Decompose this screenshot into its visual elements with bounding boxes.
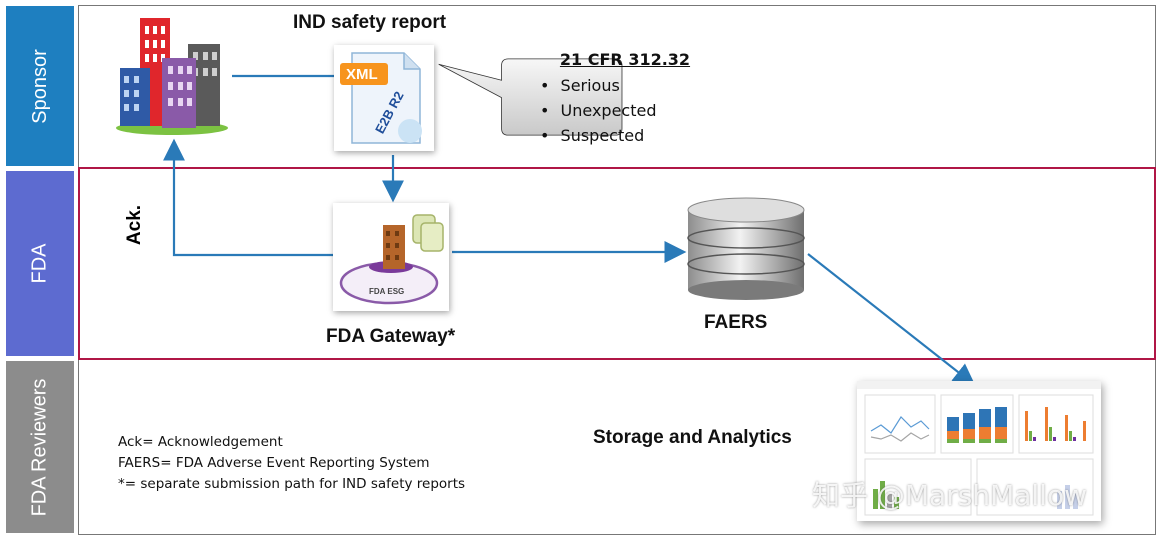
ack-text: Ack. — [124, 204, 146, 246]
sponsor-buildings-icon — [116, 18, 228, 135]
gateway-icon — [339, 214, 444, 305]
lane-fda: FDA — [6, 171, 74, 356]
storage-label: Storage and Analytics — [593, 427, 792, 448]
dashboard-mini-charts — [857, 381, 1101, 516]
callout-item: Serious — [540, 73, 710, 98]
arrow-ack — [163, 138, 334, 257]
reviewers-lane-box — [78, 360, 1156, 535]
lane-sponsor: Sponsor — [6, 6, 74, 166]
ack-label: Ack. — [120, 200, 150, 250]
gateway-card: FDA ESG — [333, 203, 449, 311]
analytics-dashboard-thumbnail — [857, 381, 1101, 521]
lane-reviewers: FDA Reviewers — [6, 361, 74, 533]
faers-database-icon — [687, 197, 805, 300]
callout-title: 21 CFR 312.32 — [559, 50, 691, 69]
callout-list: Serious Unexpected Suspected — [540, 73, 710, 148]
callout-item: Suspected — [540, 123, 710, 148]
callout-text: 21 CFR 312.32 Serious Unexpected Suspect… — [540, 50, 710, 148]
ind-report-label: IND safety report — [293, 12, 447, 33]
xml-document-card: XML E2B R2 — [334, 45, 434, 151]
faers-label: FAERS — [704, 312, 768, 333]
legend-faers: FAERS= FDA Adverse Event Reporting Syste… — [118, 455, 430, 471]
xml-tag: XML — [346, 66, 378, 83]
legend-ack: Ack= Acknowledgement — [118, 434, 283, 450]
watermark: 知乎 @MarshMallow — [812, 479, 1087, 512]
xml-document-icon — [340, 52, 422, 144]
esg-tag: FDA ESG — [369, 287, 405, 296]
legend: Ack= Acknowledgement FAERS= FDA Adverse … — [118, 432, 465, 495]
gateway-label: FDA Gateway* — [326, 326, 456, 347]
legend-note: *= separate submission path for IND safe… — [118, 476, 466, 492]
sponsor-lane-box — [78, 5, 1156, 168]
callout-item: Unexpected — [540, 98, 710, 123]
fda-lane-box — [78, 167, 1156, 360]
arrow-faers-to-storage — [807, 253, 976, 386]
